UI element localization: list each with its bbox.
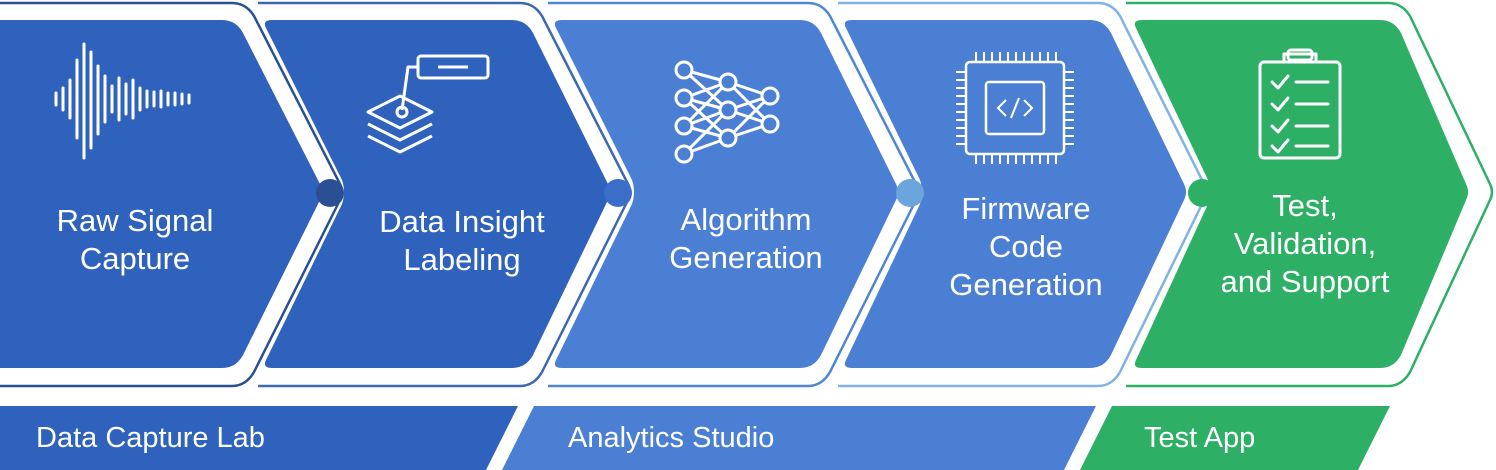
stage-label-algorithm-generation: Algorithm Generation — [646, 201, 846, 277]
stage-2-line-2: Labeling — [403, 242, 521, 277]
chevron-4 — [844, 20, 1186, 368]
stage-1-line-1: Raw Signal — [56, 203, 214, 238]
connector-dot-4 — [1188, 179, 1216, 207]
band-label-data-capture-lab: Data Capture Lab — [36, 422, 265, 454]
connector-dot-1 — [316, 179, 344, 207]
stage-4-line-2: Code — [988, 229, 1064, 264]
band-data-capture-lab — [0, 406, 518, 470]
band-label-test-app: Test App — [1144, 422, 1256, 454]
band-analytics-studio — [502, 406, 1096, 470]
bottom-bands — [0, 406, 1390, 470]
stage-label-data-insight-labeling: Data Insight Labeling — [362, 203, 562, 279]
chevron-fills — [0, 20, 1468, 368]
band-test-app — [1080, 406, 1390, 470]
chevron-1 — [0, 20, 322, 368]
neural-network-icon — [674, 60, 780, 164]
chevron-5 — [1134, 20, 1468, 368]
chevron-3 — [554, 20, 898, 368]
connector-dot-2 — [604, 179, 632, 207]
stage-3-line-2: Generation — [669, 240, 823, 275]
stage-label-test-validation-support: Test, Validation, and Support — [1205, 187, 1405, 301]
connector-dot-3 — [896, 179, 924, 207]
stage-3-line-1: Algorithm — [680, 202, 812, 237]
outline-5 — [1126, 1, 1494, 388]
stage-label-raw-signal-capture: Raw Signal Capture — [35, 202, 235, 278]
stage-5-line-1: Test, — [1272, 188, 1338, 223]
layers-label-icon — [366, 54, 490, 154]
stage-4-line-1: Firmware — [961, 191, 1091, 226]
stage-2-line-1: Data Insight — [379, 204, 545, 239]
chevron-2 — [264, 20, 610, 368]
stage-5-line-3: and Support — [1220, 264, 1390, 299]
stage-label-firmware-code-generation: Firmware Code Generation — [926, 190, 1126, 304]
stage-1-line-2: Capture — [79, 241, 191, 276]
chip-code-icon — [956, 52, 1074, 164]
stage-5-line-2: Validation, — [1233, 226, 1377, 261]
stage-4-line-3: Generation — [949, 267, 1103, 302]
waveform-icon — [54, 42, 191, 160]
checklist-icon — [1258, 48, 1342, 160]
band-label-analytics-studio: Analytics Studio — [568, 422, 775, 454]
connector-dots — [316, 179, 1216, 207]
